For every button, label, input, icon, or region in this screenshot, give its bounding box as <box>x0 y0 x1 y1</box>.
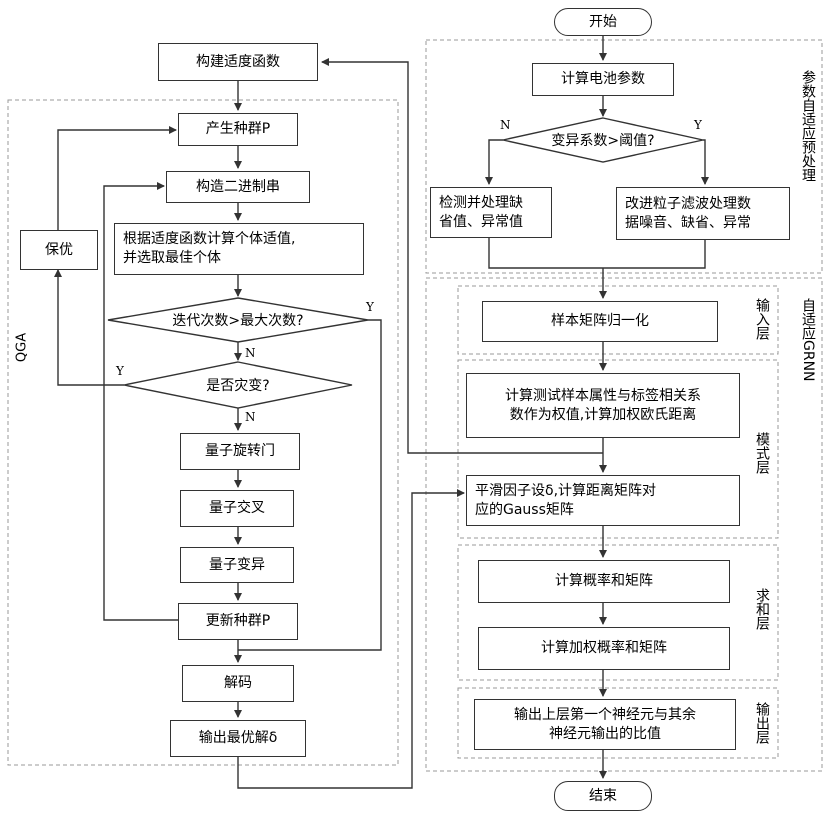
iter-check-label: 迭代次数>最大次数? <box>108 298 368 342</box>
calc-fitness-box: 根据适度函数计算个体适值, 并选取最佳个体 <box>114 223 364 275</box>
catastrophe-no-label: N <box>245 410 256 424</box>
output-ratio-box: 输出上层第一个神经元与其余 神经元输出的比值 <box>474 699 736 750</box>
catastrophe-yes-label: Y <box>116 364 124 378</box>
grnn-label: 自适应GRNN <box>800 298 815 398</box>
quantum-crossover-box: 量子交叉 <box>180 490 294 527</box>
handle-missing-box: 检测并处理缺 省值、异常值 <box>430 187 552 238</box>
end-node: 结束 <box>554 781 652 811</box>
weighted-probability-box: 计算加权概率和矩阵 <box>478 627 730 670</box>
correlation-weight-box: 计算测试样本属性与标签相关系 数作为权值,计算加权欧氏距离 <box>466 373 740 438</box>
cv-no-label: N <box>500 118 511 132</box>
output-optimal-box: 输出最优解δ <box>170 720 306 757</box>
normalize-box: 样本矩阵归一化 <box>482 301 718 342</box>
catastrophe-label: 是否灾变? <box>124 362 352 408</box>
iter-yes-label: Y <box>366 300 374 314</box>
qga-label: QGA <box>15 328 30 368</box>
cv-check-label: 变异系数>阈值? <box>503 118 703 162</box>
preprocess-label: 参数自适应预处理 <box>800 70 815 240</box>
binary-string-box: 构造二进制串 <box>166 171 310 203</box>
battery-params-box: 计算电池参数 <box>532 63 674 96</box>
cv-yes-label: Y <box>694 118 702 132</box>
quantum-gate-box: 量子旋转门 <box>180 433 300 470</box>
fitness-function-box: 构建适度函数 <box>158 43 318 81</box>
output-layer-label: 输出层 <box>754 702 769 752</box>
quantum-mutation-box: 量子变异 <box>180 547 294 583</box>
pattern-layer-label: 模式层 <box>754 432 769 482</box>
gauss-matrix-box: 平滑因子设δ,计算距离矩阵对 应的Gauss矩阵 <box>466 475 740 526</box>
iter-no-label: N <box>245 346 256 360</box>
generate-population-box: 产生种群P <box>178 113 298 146</box>
probability-sum-box: 计算概率和矩阵 <box>478 560 730 603</box>
sum-layer-label: 求和层 <box>754 588 769 638</box>
update-population-box: 更新种群P <box>178 603 298 640</box>
input-layer-label: 输入层 <box>754 298 769 348</box>
particle-filter-box: 改进粒子滤波处理数 据噪音、缺省、异常 <box>616 187 790 240</box>
elite-box: 保优 <box>20 230 98 270</box>
start-node: 开始 <box>554 8 652 36</box>
decode-box: 解码 <box>182 665 294 702</box>
